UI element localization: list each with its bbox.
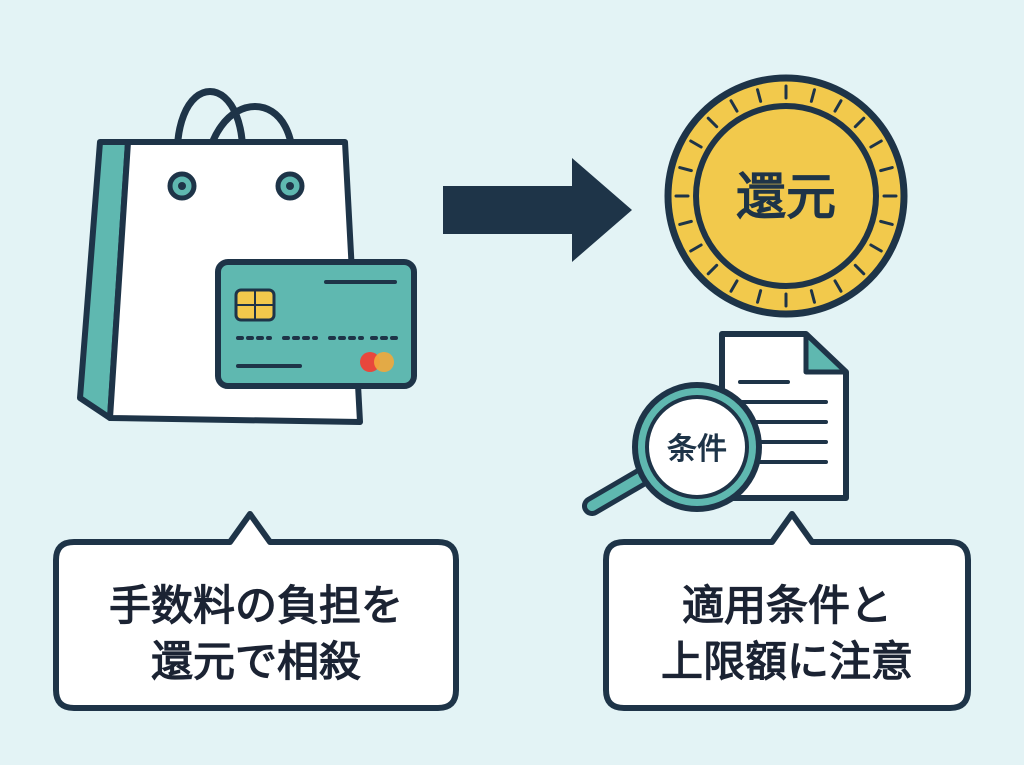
coin-tick (678, 166, 693, 173)
coin-tick (833, 99, 843, 113)
coin-tick (689, 243, 703, 253)
coin-tick (869, 139, 883, 149)
coin-icon: 還元 (664, 74, 908, 318)
left-bubble-line2: 還元で相殺 (151, 637, 361, 686)
coin-tick (706, 116, 719, 129)
coin-tick (853, 263, 866, 276)
coin-tick (706, 263, 719, 276)
coin-tick (678, 219, 693, 226)
right-speech-bubble: 適用条件と 上限額に注意 (603, 511, 971, 711)
coin-tick (869, 243, 883, 253)
coin-tick (729, 99, 739, 113)
coin-label: 還元 (736, 168, 836, 226)
coin-tick (879, 166, 894, 173)
coin-tick (756, 289, 763, 304)
coin-tick (756, 88, 763, 103)
credit-card-icon (215, 259, 417, 389)
right-arrow-icon (443, 158, 632, 262)
coin-tick (689, 139, 703, 149)
coin-tick (879, 219, 894, 226)
magnifier-label: 条件 (667, 432, 727, 467)
coin-tick (833, 279, 843, 293)
right-bubble-line2: 上限額に注意 (661, 637, 913, 686)
coin-tick (853, 116, 866, 129)
left-bubble-line1: 手数料の負担を (109, 581, 403, 630)
right-bubble-line1: 適用条件と (682, 581, 892, 630)
coin-tick (809, 88, 816, 103)
magnifier-icon: 条件 (582, 382, 762, 516)
coin-tick (809, 289, 816, 304)
left-speech-bubble: 手数料の負担を 還元で相殺 (53, 511, 459, 711)
coin-tick (729, 279, 739, 293)
